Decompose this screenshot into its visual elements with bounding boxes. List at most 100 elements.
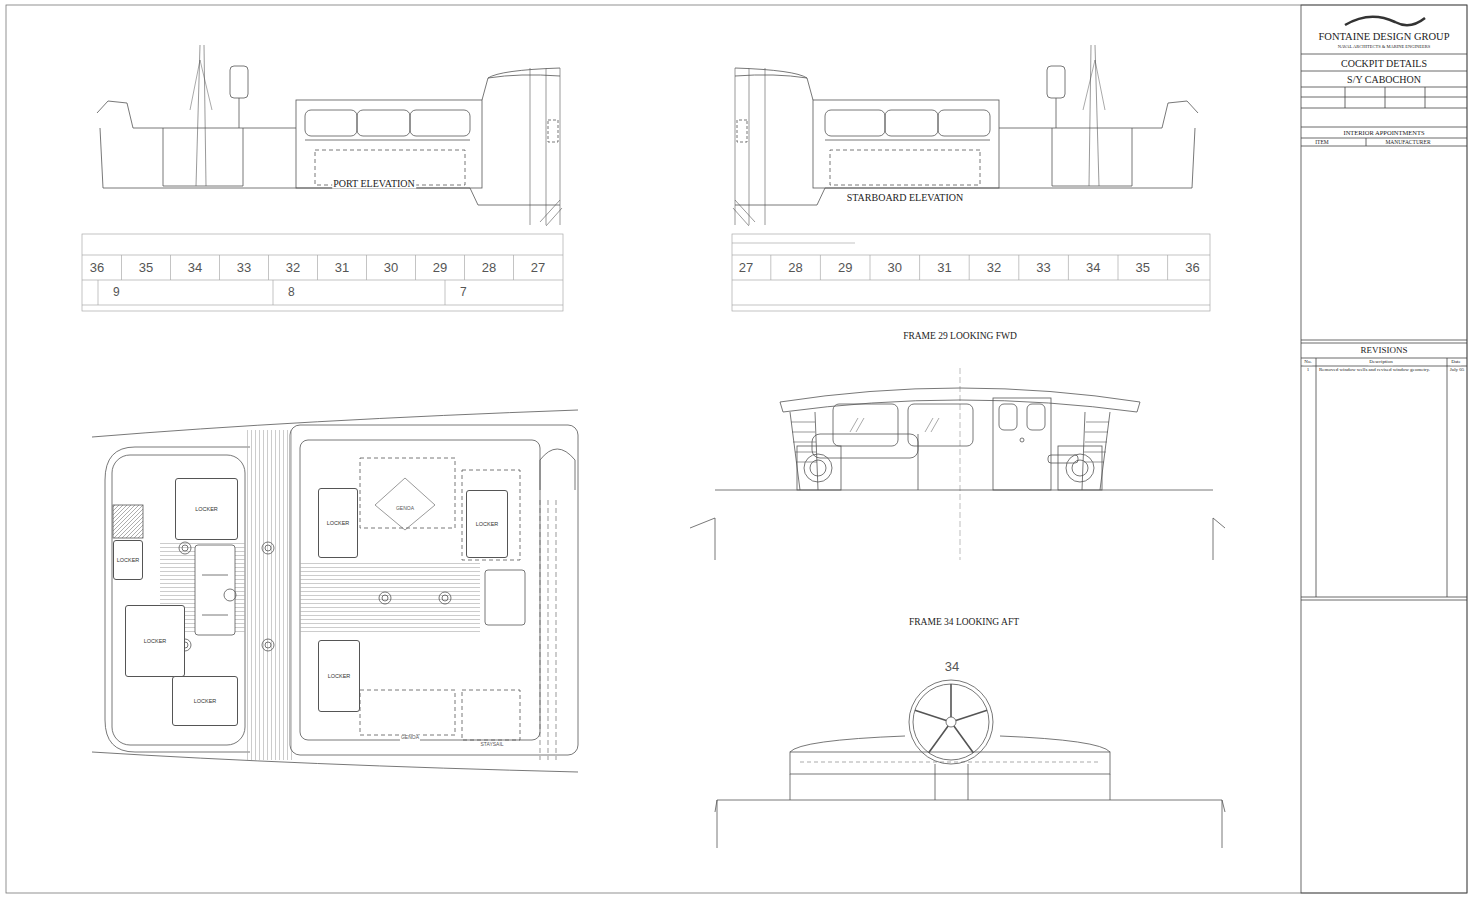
plan-view: [262, 542, 274, 554]
plan-view: [439, 592, 451, 604]
frame-number: 28: [481, 261, 497, 275]
frame-number: 27: [530, 261, 546, 275]
frame-scale: [82, 234, 1210, 311]
plan-view: [105, 447, 250, 752]
frame-29-section: [790, 412, 1110, 490]
title-block: [1301, 5, 1467, 893]
sail-track-label: GENOA: [395, 506, 415, 512]
view-title: PORT ELEVATION: [332, 178, 416, 189]
frame-29-section: [1048, 455, 1078, 463]
title-block: [1345, 17, 1425, 26]
frame-34-section: [790, 774, 1110, 800]
plan-view: [540, 500, 556, 760]
locker-lid: LOCKER: [318, 488, 358, 558]
plan-view: [265, 545, 271, 551]
frame-number: 30: [887, 261, 903, 275]
frame-29-section: [1020, 438, 1024, 442]
frame-scale: [732, 234, 1210, 311]
frame-34-section: [800, 762, 1100, 763]
frame-number: 33: [236, 261, 252, 275]
plan-view: [360, 458, 455, 528]
frame-34-section: [790, 736, 1110, 752]
plan-view: [195, 545, 235, 635]
firm-name: FONTAINE DESIGN GROUP: [1318, 31, 1451, 43]
frame-34-section: [946, 717, 956, 727]
frame-number: 30: [383, 261, 399, 275]
view-title: STARBOARD ELEVATION: [846, 192, 965, 203]
frame-number: 33: [1035, 261, 1051, 275]
frame-number: 31: [334, 261, 350, 275]
frame-number: 34: [187, 261, 203, 275]
plan-view: [540, 449, 575, 490]
title-block: [1301, 54, 1467, 146]
frame-scale: [122, 255, 514, 280]
frame-29-section: [810, 460, 826, 476]
frame-number: 32: [986, 261, 1002, 275]
plan-view: [379, 592, 391, 604]
view-title: FRAME 34 LOOKING AFT: [908, 617, 1020, 627]
locker-label: LOCKER: [194, 698, 217, 704]
view-title: FRAME 29 LOOKING FWD: [902, 331, 1018, 341]
vessel-name: S/Y CABOCHON: [1346, 74, 1422, 85]
frame-29-section: [1027, 404, 1045, 430]
frame-number: 27: [738, 261, 754, 275]
frame-29-section: [715, 490, 1213, 491]
locker-lid: LOCKER: [175, 478, 238, 540]
locker-lid: LOCKER: [125, 605, 185, 677]
frame-number: 35: [138, 261, 154, 275]
locker-label: LOCKER: [144, 638, 167, 644]
port-elevation: [97, 45, 562, 226]
plan-view: [462, 470, 520, 560]
frame-number: 29: [837, 261, 853, 275]
frame-29-section: [690, 368, 1225, 560]
station-number: 7: [459, 286, 468, 299]
title-block: [1345, 87, 1425, 146]
column-heading: MANUFACTURER: [1384, 139, 1431, 145]
locker-lid: LOCKER: [113, 540, 143, 580]
frame-number: 28: [787, 261, 803, 275]
plan-view: [179, 542, 191, 554]
station-number: 8: [287, 286, 296, 299]
frame-29-section: [918, 434, 919, 490]
plan-view: [202, 575, 228, 615]
frame-number: 29: [432, 261, 448, 275]
frame-29-section: [1072, 460, 1088, 476]
locker-label: LOCKER: [327, 520, 350, 526]
frame-29-section: [804, 454, 832, 482]
plan-view: [245, 430, 295, 760]
plan-view: [265, 642, 271, 648]
frame-34-section: [915, 684, 987, 753]
firm-tagline: NAVAL ARCHITECTS & MARINE ENGINEERS: [1337, 45, 1432, 50]
station-number: 9: [112, 286, 121, 299]
frame-scale: [732, 243, 1210, 305]
frame-29-section: [1066, 454, 1094, 482]
frame-29-section: [993, 398, 1051, 490]
frame-scale: [771, 255, 1168, 280]
revision-number: 1: [1306, 367, 1311, 373]
column-heading: Description: [1368, 359, 1393, 365]
frame-number: 31: [936, 261, 952, 275]
frame-34-section: [935, 764, 968, 800]
plan-view: [485, 570, 525, 625]
frame-29-section: [960, 368, 961, 560]
frame-34-section: [715, 680, 1225, 848]
frame-29-section: [1058, 446, 1102, 490]
sail-track-label: GENOA: [400, 735, 420, 741]
revision-description: Removed window wells and revised window …: [1318, 367, 1446, 373]
frame-number: 35: [1135, 261, 1151, 275]
locker-label: LOCKER: [117, 557, 140, 563]
revision-date: July 05: [1449, 367, 1466, 373]
plan-view: [92, 410, 578, 772]
plan-view: [262, 639, 274, 651]
sheet-border: [6, 5, 1467, 893]
frame-29-section: [850, 418, 939, 432]
frame-29-section: [797, 446, 841, 490]
frame-number: 34: [944, 660, 960, 674]
plan-view: [375, 478, 435, 530]
drawing-title: COCKPIT DETAILS: [1340, 58, 1428, 69]
locker-label: LOCKER: [195, 506, 218, 512]
locker-label: LOCKER: [328, 673, 351, 679]
frame-34-section: [790, 752, 1110, 774]
